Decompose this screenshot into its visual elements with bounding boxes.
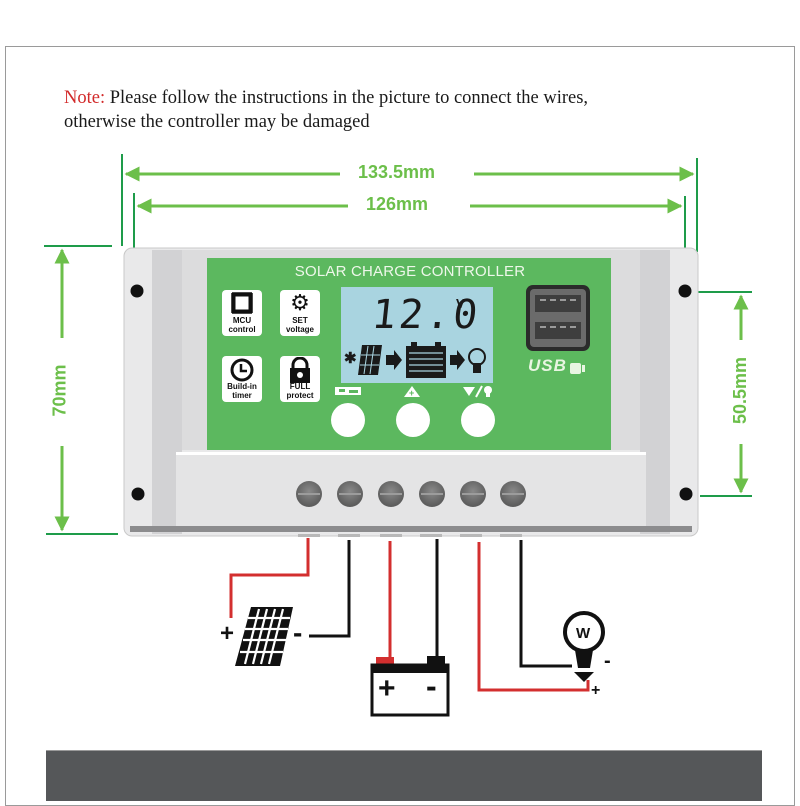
sun-icon: ✱ xyxy=(344,350,357,367)
note-line1: Please follow the instructions in the pi… xyxy=(105,88,589,108)
solar-plus-sign: + xyxy=(220,620,235,647)
bulb-icon xyxy=(468,348,486,373)
terminal-screw-3[interactable] xyxy=(378,481,404,507)
arrow-right-icon xyxy=(386,350,402,370)
hole-height-label: 50.5mm xyxy=(730,350,752,431)
up-button[interactable] xyxy=(396,403,430,437)
gear-icon: ⚙ xyxy=(290,290,310,315)
feature-label-1: FULL xyxy=(289,382,311,391)
battery-icon xyxy=(370,656,450,717)
load-bulb-icon: W xyxy=(563,611,605,682)
menu-switch-icon xyxy=(335,387,361,395)
hole-width-label: 126mm xyxy=(360,194,435,215)
feature-label-1: Build-in xyxy=(227,382,257,391)
svg-text:+: + xyxy=(409,388,414,398)
feature-label-2: control xyxy=(228,324,256,334)
feature-label-2: protect xyxy=(286,390,314,400)
terminal-screw-2[interactable] xyxy=(337,481,363,507)
wiring-note: Note: Please follow the instructions in … xyxy=(64,86,588,134)
terminal-screw-4[interactable] xyxy=(419,481,445,507)
solar-positive-wire xyxy=(229,538,310,618)
lcd-flow-icons: ✱ xyxy=(344,342,486,378)
solar-minus-sign: - xyxy=(293,617,303,648)
panel-title: SOLAR CHARGE CONTROLLER xyxy=(294,263,526,280)
solar-negative-wire xyxy=(309,540,351,638)
chip-icon xyxy=(231,292,253,314)
lock-icon xyxy=(290,357,310,383)
load-negative-wire xyxy=(519,540,572,668)
battery-icon xyxy=(406,342,446,378)
solar-panel-icon xyxy=(235,607,293,666)
arrow-right-icon xyxy=(450,350,465,370)
svg-text:W: W xyxy=(576,625,591,642)
load-minus-sign: - xyxy=(604,650,611,672)
terminal-screw-5[interactable] xyxy=(460,481,486,507)
mount-hole-top-left xyxy=(130,284,144,298)
load-positive-wire xyxy=(477,542,590,692)
usb-port[interactable] xyxy=(526,285,590,351)
overall-width-label: 133.5mm xyxy=(352,162,442,183)
note-line2: otherwise the controller may be damaged xyxy=(64,112,370,132)
usb-label: USB xyxy=(528,356,567,375)
clock-icon xyxy=(230,358,254,382)
lcd-voltage-unit: V xyxy=(456,296,465,311)
terminal-screw-1[interactable] xyxy=(296,481,322,507)
usb-plug-icon xyxy=(570,363,585,374)
overall-height-label: 70mm xyxy=(49,358,71,423)
feature-label-1: MCU xyxy=(232,316,252,325)
lcd-voltage-value: 12.0 xyxy=(369,292,483,338)
menu-button[interactable] xyxy=(331,403,365,437)
terminal-screw-6[interactable] xyxy=(500,481,526,507)
note-prefix: Note: xyxy=(64,88,106,108)
battery-plus-sign: + xyxy=(378,672,396,705)
down-load-button[interactable] xyxy=(461,403,495,437)
mount-hole-bottom-left xyxy=(131,487,145,501)
height-dimension-lines xyxy=(44,245,752,535)
down-load-icon xyxy=(463,385,492,398)
solar-panel-icon xyxy=(358,345,382,375)
terminal-slots xyxy=(298,534,522,537)
up-plus-icon: + xyxy=(404,386,420,398)
mount-hole-top-right xyxy=(678,284,692,298)
feature-label-1: SET xyxy=(292,316,308,325)
battery-minus-sign: - xyxy=(426,668,437,704)
feature-label-2: voltage xyxy=(285,324,314,334)
feature-label-2: timer xyxy=(232,390,252,400)
bottom-bar xyxy=(46,750,762,801)
load-plus-sign: + xyxy=(591,682,601,699)
mount-hole-bottom-right xyxy=(679,487,693,501)
